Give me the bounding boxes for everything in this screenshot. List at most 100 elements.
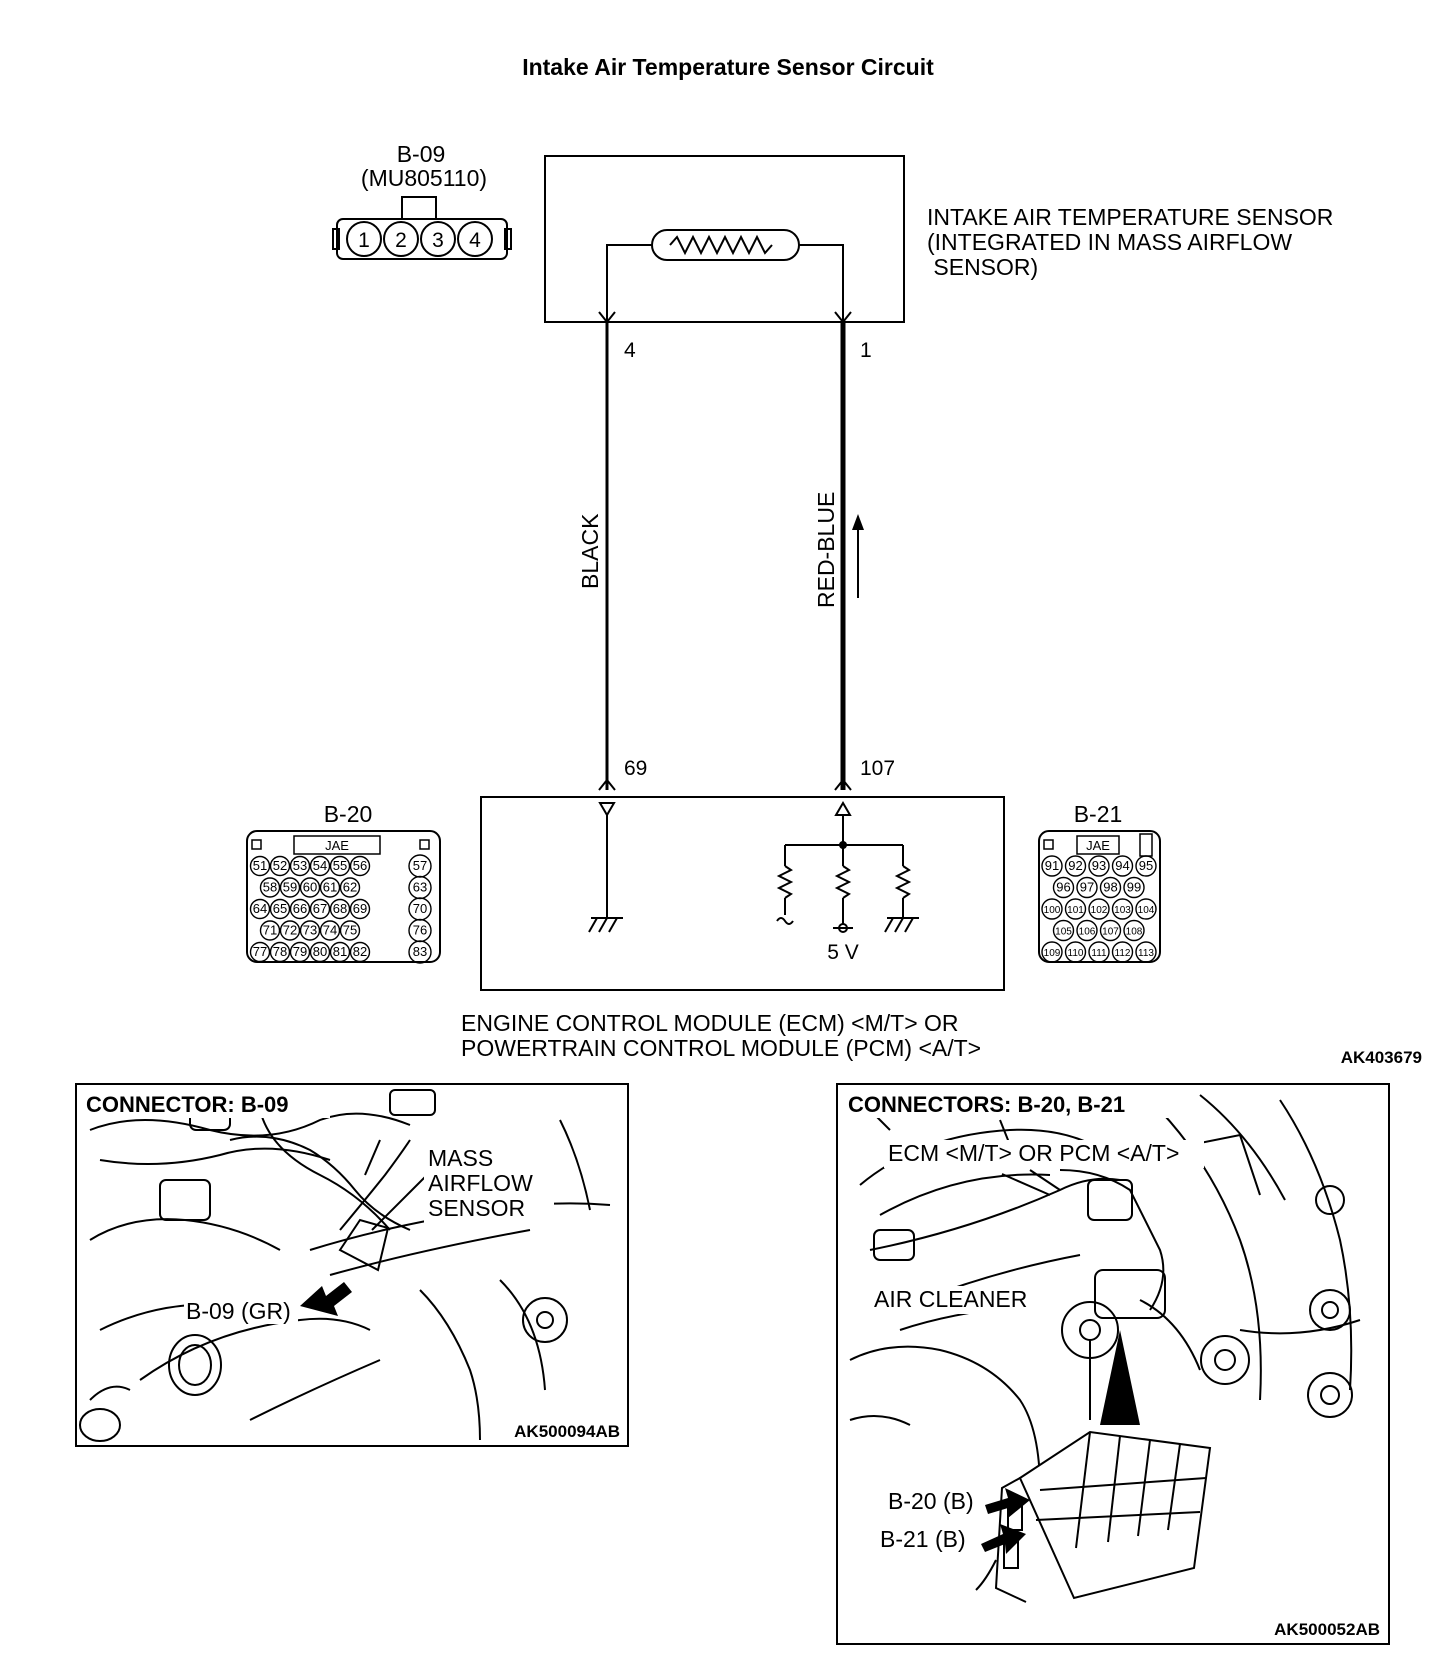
module-pin-left: 69 [624,757,647,780]
b20-pin-52 [269,855,291,877]
b20-pin-69 [349,898,371,920]
connector-b09-pin-2: 2 [395,229,407,252]
b21-pin-label: 108 [1126,927,1143,938]
connector-b09-pin-3: 3 [432,229,444,252]
ecm-module-sketch [975,1430,1212,1603]
b20-pin-label: 72 [283,923,297,938]
b21-pin-label: 93 [1092,858,1106,873]
b20-pin-label: 66 [293,901,307,916]
b20-pin-label: 82 [353,944,367,959]
b21-pin-label: 113 [1138,948,1154,959]
photo-left-label-line-3: SENSOR [428,1195,525,1221]
b21-pin-100 [1041,898,1063,920]
b21-pin-107 [1099,919,1122,942]
b21-pin-110 [1064,941,1087,963]
b20-pin-64 [249,898,271,920]
b21-pin-103 [1111,898,1134,920]
b21-pin-label: 98 [1103,880,1117,895]
connector-b09-id: B-09 [397,141,446,167]
b21-pin-91 [1041,855,1063,877]
b20-pin-83 [408,940,432,964]
b20-pin-label: 74 [323,923,337,938]
b20-pin-66 [289,898,311,920]
b20-pin-58 [259,877,281,898]
engine-bay-sketch-right [849,1094,1361,1491]
b20-pin-label: 61 [323,880,337,895]
photo-right-code: AK500052AB [1274,1620,1380,1639]
intake-air-temperature-sensor: INTAKE AIR TEMPERATURE SENSOR (INTEGRATE… [544,155,1333,362]
b20-pin-label: 70 [413,901,427,916]
sensor-label-line-2: (INTEGRATED IN MASS AIRFLOW [927,229,1292,255]
b21-pin-102 [1088,898,1110,920]
b20-pin-label: 79 [293,944,307,959]
b21-pin-label: 91 [1045,858,1059,873]
b21-pin-92 [1064,855,1087,877]
b20-pin-77 [249,941,271,963]
b20-pin-82 [349,941,371,963]
b21-pin-label: 106 [1079,927,1096,938]
b21-pin-label: 92 [1068,858,1082,873]
module-supply-voltage: 5 V [827,941,859,964]
b21-pin-label: 102 [1091,905,1108,916]
b21-pin-label: 101 [1067,905,1084,916]
b21-pin-95 [1135,855,1157,877]
b21-pin-94 [1111,855,1134,877]
b20-pin-80 [309,941,331,963]
b21-pin-label: 107 [1102,927,1119,938]
photo-right-pointer-b20: B-20 (B) [888,1488,974,1514]
connector-b09-symbol: B-09 (MU805110) 1 2 3 4 [332,141,512,260]
pointer-arrow-b20 [985,1488,1030,1518]
b21-pin-label: 111 [1091,948,1107,959]
b20-pin-53 [289,855,311,877]
b21-pin-101 [1064,898,1087,920]
wire-black-color-label: BLACK [577,513,603,589]
ground-symbol-left [588,917,623,933]
wire-red-blue-color-label: RED-BLUE [813,492,839,608]
b20-pin-label: 63 [413,880,427,895]
connector-b21-maker: JAE [1086,838,1110,853]
pointer-arrow-ecm [1100,1330,1140,1425]
b20-pin-label: 57 [413,858,427,873]
b20-pin-label: 73 [303,923,317,938]
b21-pin-112 [1111,941,1134,963]
b20-pin-56 [349,855,371,877]
b20-pin-label: 62 [343,880,357,895]
b21-pin-label: 99 [1127,880,1141,895]
b20-pin-label: 56 [353,858,367,873]
connector-b20-id: B-20 [324,801,373,827]
b21-pin-109 [1041,941,1063,963]
pointer-arrow-b21 [981,1524,1026,1554]
b20-pin-72 [279,920,301,941]
b20-pin-label: 68 [333,901,347,916]
b20-pin-label: 75 [343,923,357,938]
sensor-pin-right: 1 [860,339,872,362]
b20-pin-label: 60 [303,880,317,895]
b21-pin-label: 94 [1115,858,1129,873]
b20-pin-54 [309,855,331,877]
engine-bay-sketch-left [79,1089,611,1442]
b21-pin-111 [1088,941,1110,963]
b20-pin-label: 67 [313,901,327,916]
connector-b21-id: B-21 [1074,801,1123,827]
module-label-line-2: POWERTRAIN CONTROL MODULE (PCM) <A/T> [461,1035,981,1061]
photo-left-label-line-2: AIRFLOW [428,1170,533,1196]
b21-pin-97 [1076,876,1098,899]
b21-pin-label: 100 [1044,905,1061,916]
b20-pin-68 [329,898,351,920]
diagram-title: Intake Air Temperature Sensor Circuit [522,54,934,80]
b20-pin-79 [289,941,311,963]
ground-symbol-right [884,917,919,933]
b20-pin-81 [329,941,351,963]
b21-pin-93 [1088,855,1110,877]
b20-pin-60 [299,877,321,898]
b20-pin-55 [329,855,351,877]
connector-b20-maker: JAE [325,838,349,853]
photo-right-pointer-b21: B-21 (B) [880,1526,966,1552]
photo-left-pointer-label: B-09 (GR) [186,1298,291,1324]
b21-pin-106 [1076,919,1098,942]
diagram-code: AK403679 [1341,1048,1422,1067]
b21-pin-98 [1099,876,1122,899]
b20-pin-78 [269,941,291,963]
